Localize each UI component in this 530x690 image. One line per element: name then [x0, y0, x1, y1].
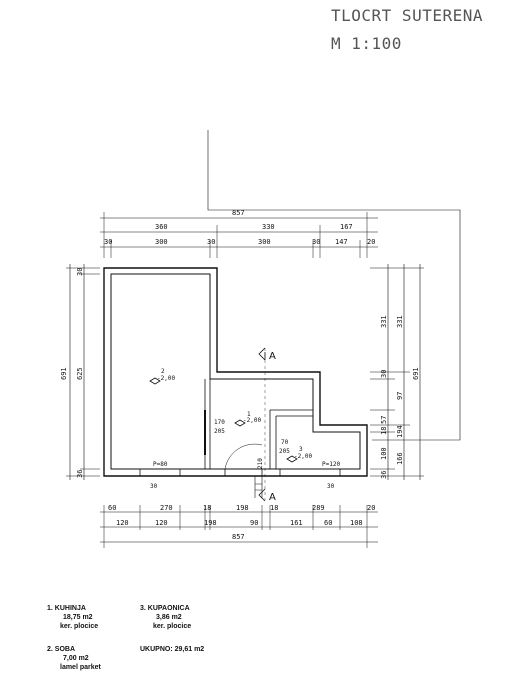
dim-right-194: 194 — [396, 425, 404, 438]
dim-top-300b: 300 — [258, 238, 271, 246]
window-label-1: P=80 — [153, 461, 168, 468]
dim-lines-left — [69, 264, 85, 480]
legend-soba-title: 2. SOBA — [47, 646, 76, 653]
dim-right-331b: 331 — [396, 315, 404, 328]
sill-label-1: 30 — [150, 483, 158, 490]
dim-right-57: 57 — [380, 416, 388, 424]
door-dim-kupaonica: 70 — [281, 439, 289, 446]
dim-lines-top — [100, 217, 378, 248]
room-level-kuhinja: -2,00 — [243, 417, 261, 424]
legend-kuhinja-area: 18,75 m2 — [63, 614, 93, 621]
dim-ticks-bottom — [103, 505, 368, 548]
partition-kupaonica — [269, 409, 313, 469]
dim-ticks-right — [370, 267, 424, 477]
dim-lines-bottom — [100, 511, 378, 543]
legend-kupaonica-area: 3,86 m2 — [156, 614, 182, 621]
room-number-kuhinja: 1 — [247, 411, 251, 418]
dim-left-36: 36 — [76, 470, 84, 478]
dim-left-691: 691 — [60, 367, 68, 380]
dim-bot-20: 20 — [367, 504, 375, 512]
legend-kuhinja-floor: ker. plocice — [60, 623, 99, 630]
dim-bot-60b: 60 — [324, 519, 332, 527]
door-swing — [224, 443, 263, 470]
dim-top-360: 360 — [155, 223, 168, 231]
legend-soba: 2. SOBA 7,00 m2 lamel parket — [47, 645, 101, 672]
dim-right-30: 30 — [380, 370, 388, 378]
level-marker-kupaonica — [286, 455, 298, 463]
dim-top-167: 167 — [340, 223, 353, 231]
dim-ticks-top — [103, 212, 368, 258]
legend-kupaonica: 3. KUPAONICA 3,86 m2 ker. plocice — [140, 604, 191, 631]
dim-top-330: 330 — [262, 223, 275, 231]
legend-kuhinja: 1. KUHINJA 18,75 m2 ker. plocice — [47, 604, 98, 631]
dim-top-30b: 30 — [207, 238, 215, 246]
room-level-kupaonica: -2,00 — [294, 453, 312, 460]
room-number-soba: 2 — [161, 368, 165, 375]
legend-kupaonica-floor: ker. plocice — [153, 623, 192, 630]
stair-label: 210 — [257, 458, 264, 469]
window-label-2: P=120 — [322, 461, 340, 468]
dim-top-overall: 857 — [232, 209, 245, 217]
wall-openings — [139, 469, 341, 476]
inner-wall — [110, 273, 361, 470]
legend-total: UKUPNO: 29,61 m2 — [140, 646, 205, 653]
dim-right-18: 18 — [380, 427, 388, 435]
dim-bot-overall: 857 — [232, 533, 245, 541]
sill-label-2: 30 — [327, 483, 335, 490]
door-dim-kuhinja: 170 — [214, 419, 225, 426]
dim-right-691: 691 — [412, 367, 420, 380]
dim-bot-18a: 18 — [203, 504, 211, 512]
dim-right-331a: 331 — [380, 315, 388, 328]
drawing-scale: M 1:100 — [331, 34, 402, 53]
dim-bot-289: 289 — [312, 504, 325, 512]
dim-top-20: 20 — [367, 238, 375, 246]
dim-right-166: 166 — [396, 452, 404, 465]
drawing-title: TLOCRT SUTERENA — [331, 6, 483, 25]
entry-steps — [254, 476, 263, 498]
dim-bot-161: 161 — [290, 519, 303, 527]
dim-left-625: 625 — [76, 367, 84, 380]
dim-bot-270: 270 — [160, 504, 173, 512]
dim-bot-120b: 120 — [155, 519, 168, 527]
dim-bot-60: 60 — [108, 504, 116, 512]
dim-right-97: 97 — [396, 392, 404, 400]
legend-kuhinja-title: 1. KUHINJA — [47, 605, 86, 612]
dim-bot-198b: 198 — [204, 519, 217, 527]
door-dim2-kuhinja: 205 — [214, 428, 225, 435]
level-marker-kuhinja — [234, 419, 246, 427]
room-level-soba: -2,00 — [157, 375, 175, 382]
dim-right-100: 100 — [380, 447, 388, 460]
section-arrow-top — [258, 347, 266, 361]
dim-left-30: 30 — [76, 268, 84, 276]
dim-top-147: 147 — [335, 238, 348, 246]
dim-top-30a: 30 — [104, 238, 112, 246]
legend-soba-floor: lamel parket — [60, 664, 101, 671]
dim-bot-120a: 120 — [116, 519, 129, 527]
legend-kupaonica-title: 3. KUPAONICA — [140, 605, 190, 612]
dim-bot-18b: 18 — [270, 504, 278, 512]
dim-ticks-left — [66, 267, 100, 477]
room-number-kupaonica: 3 — [299, 446, 303, 453]
terrain-outline — [207, 130, 461, 441]
dim-right-36: 36 — [380, 471, 388, 479]
legend-soba-area: 7,00 m2 — [63, 655, 89, 662]
level-marker-soba — [149, 377, 161, 385]
dim-bot-198: 198 — [236, 504, 249, 512]
section-arrow-bottom — [258, 488, 266, 502]
dim-bot-90: 90 — [250, 519, 258, 527]
dim-top-30c: 30 — [312, 238, 320, 246]
dim-bot-108: 108 — [350, 519, 363, 527]
outer-wall — [103, 267, 368, 477]
section-label-bottom: A — [269, 492, 276, 503]
section-label-top: A — [269, 351, 276, 362]
door-dim2-kupaonica: 205 — [279, 448, 290, 455]
dim-top-300a: 300 — [155, 238, 168, 246]
